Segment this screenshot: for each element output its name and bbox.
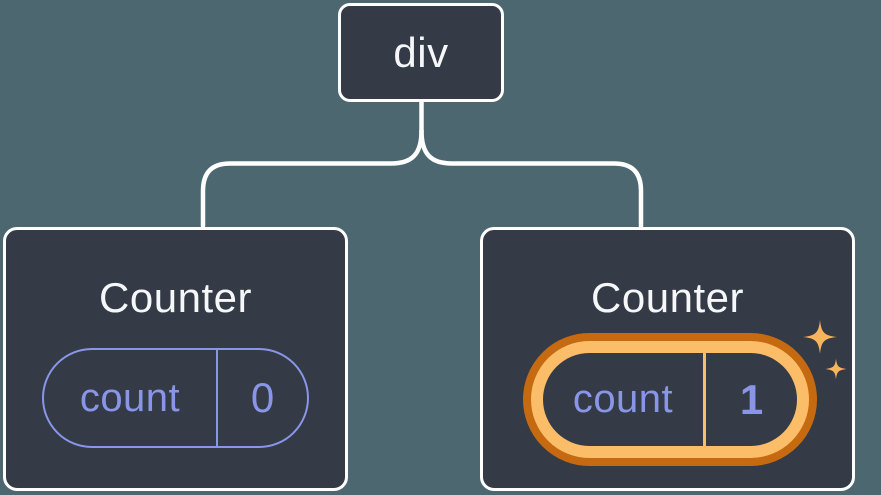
counter-title: Counter <box>99 274 252 321</box>
state-pill-highlight-ring: count 1 <box>523 333 817 466</box>
state-pill: count 0 <box>42 348 309 448</box>
root-node-div: div <box>338 3 504 102</box>
connector-branch-right <box>419 128 644 229</box>
sparkles-icon <box>803 320 847 380</box>
counter-node-left: Counter count 0 <box>3 227 348 491</box>
state-label: count <box>543 353 706 446</box>
root-node-label: div <box>393 28 449 76</box>
counter-node-right: Counter count 1 <box>480 227 855 491</box>
counter-title: Counter <box>591 274 744 321</box>
state-value: 1 <box>739 375 764 423</box>
state-pill: count 1 <box>543 353 797 446</box>
connector-branch-left <box>200 128 424 229</box>
sparkle-small <box>825 358 847 380</box>
sparkle-large <box>803 320 837 354</box>
state-label: count <box>44 350 218 446</box>
state-value: 0 <box>250 374 275 421</box>
